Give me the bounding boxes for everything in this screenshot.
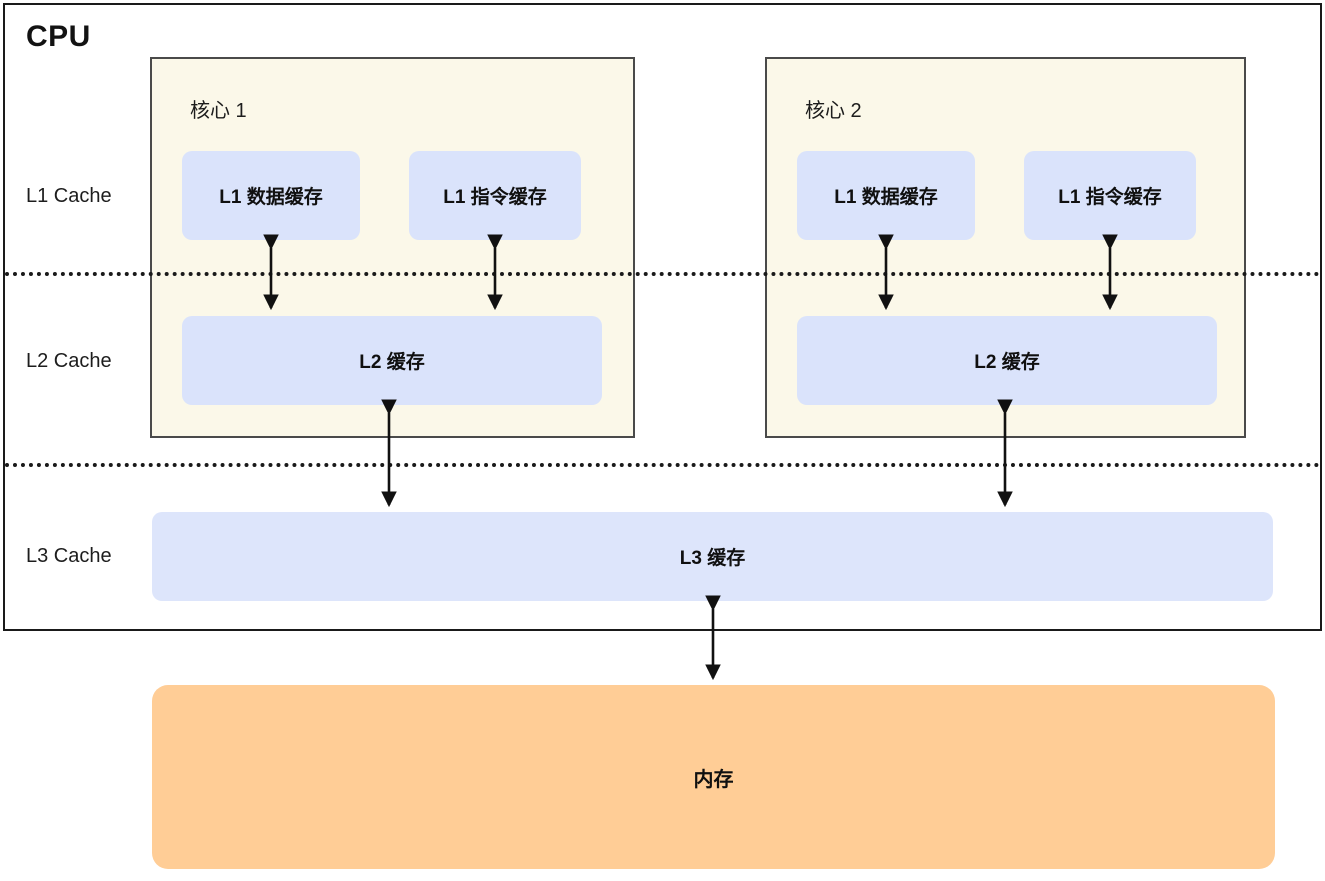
core-label-2: 核心 2 [805, 100, 862, 122]
memory-box[interactable]: 内存 [152, 685, 1275, 869]
l3-cache-box[interactable]: L3 缓存 [152, 512, 1273, 601]
separator-l2-l3 [5, 463, 1320, 467]
core2-l1-data-cache[interactable]: L1 数据缓存 [797, 151, 975, 240]
core1-l1-instruction-cache[interactable]: L1 指令缓存 [409, 151, 581, 240]
core2-l2-cache[interactable]: L2 缓存 [797, 316, 1217, 405]
tier-label-l3-cache: L3 Cache [26, 545, 112, 567]
core2-l1-instruction-cache[interactable]: L1 指令缓存 [1024, 151, 1196, 240]
core1-l1-data-cache[interactable]: L1 数据缓存 [182, 151, 360, 240]
tier-label-l2-cache: L2 Cache [26, 350, 112, 372]
tier-label-l1-cache: L1 Cache [26, 185, 112, 207]
core1-l2-cache[interactable]: L2 缓存 [182, 316, 602, 405]
cpu-title: CPU [26, 20, 91, 53]
separator-l1-l2 [5, 272, 1320, 276]
core-label-1: 核心 1 [190, 100, 247, 122]
